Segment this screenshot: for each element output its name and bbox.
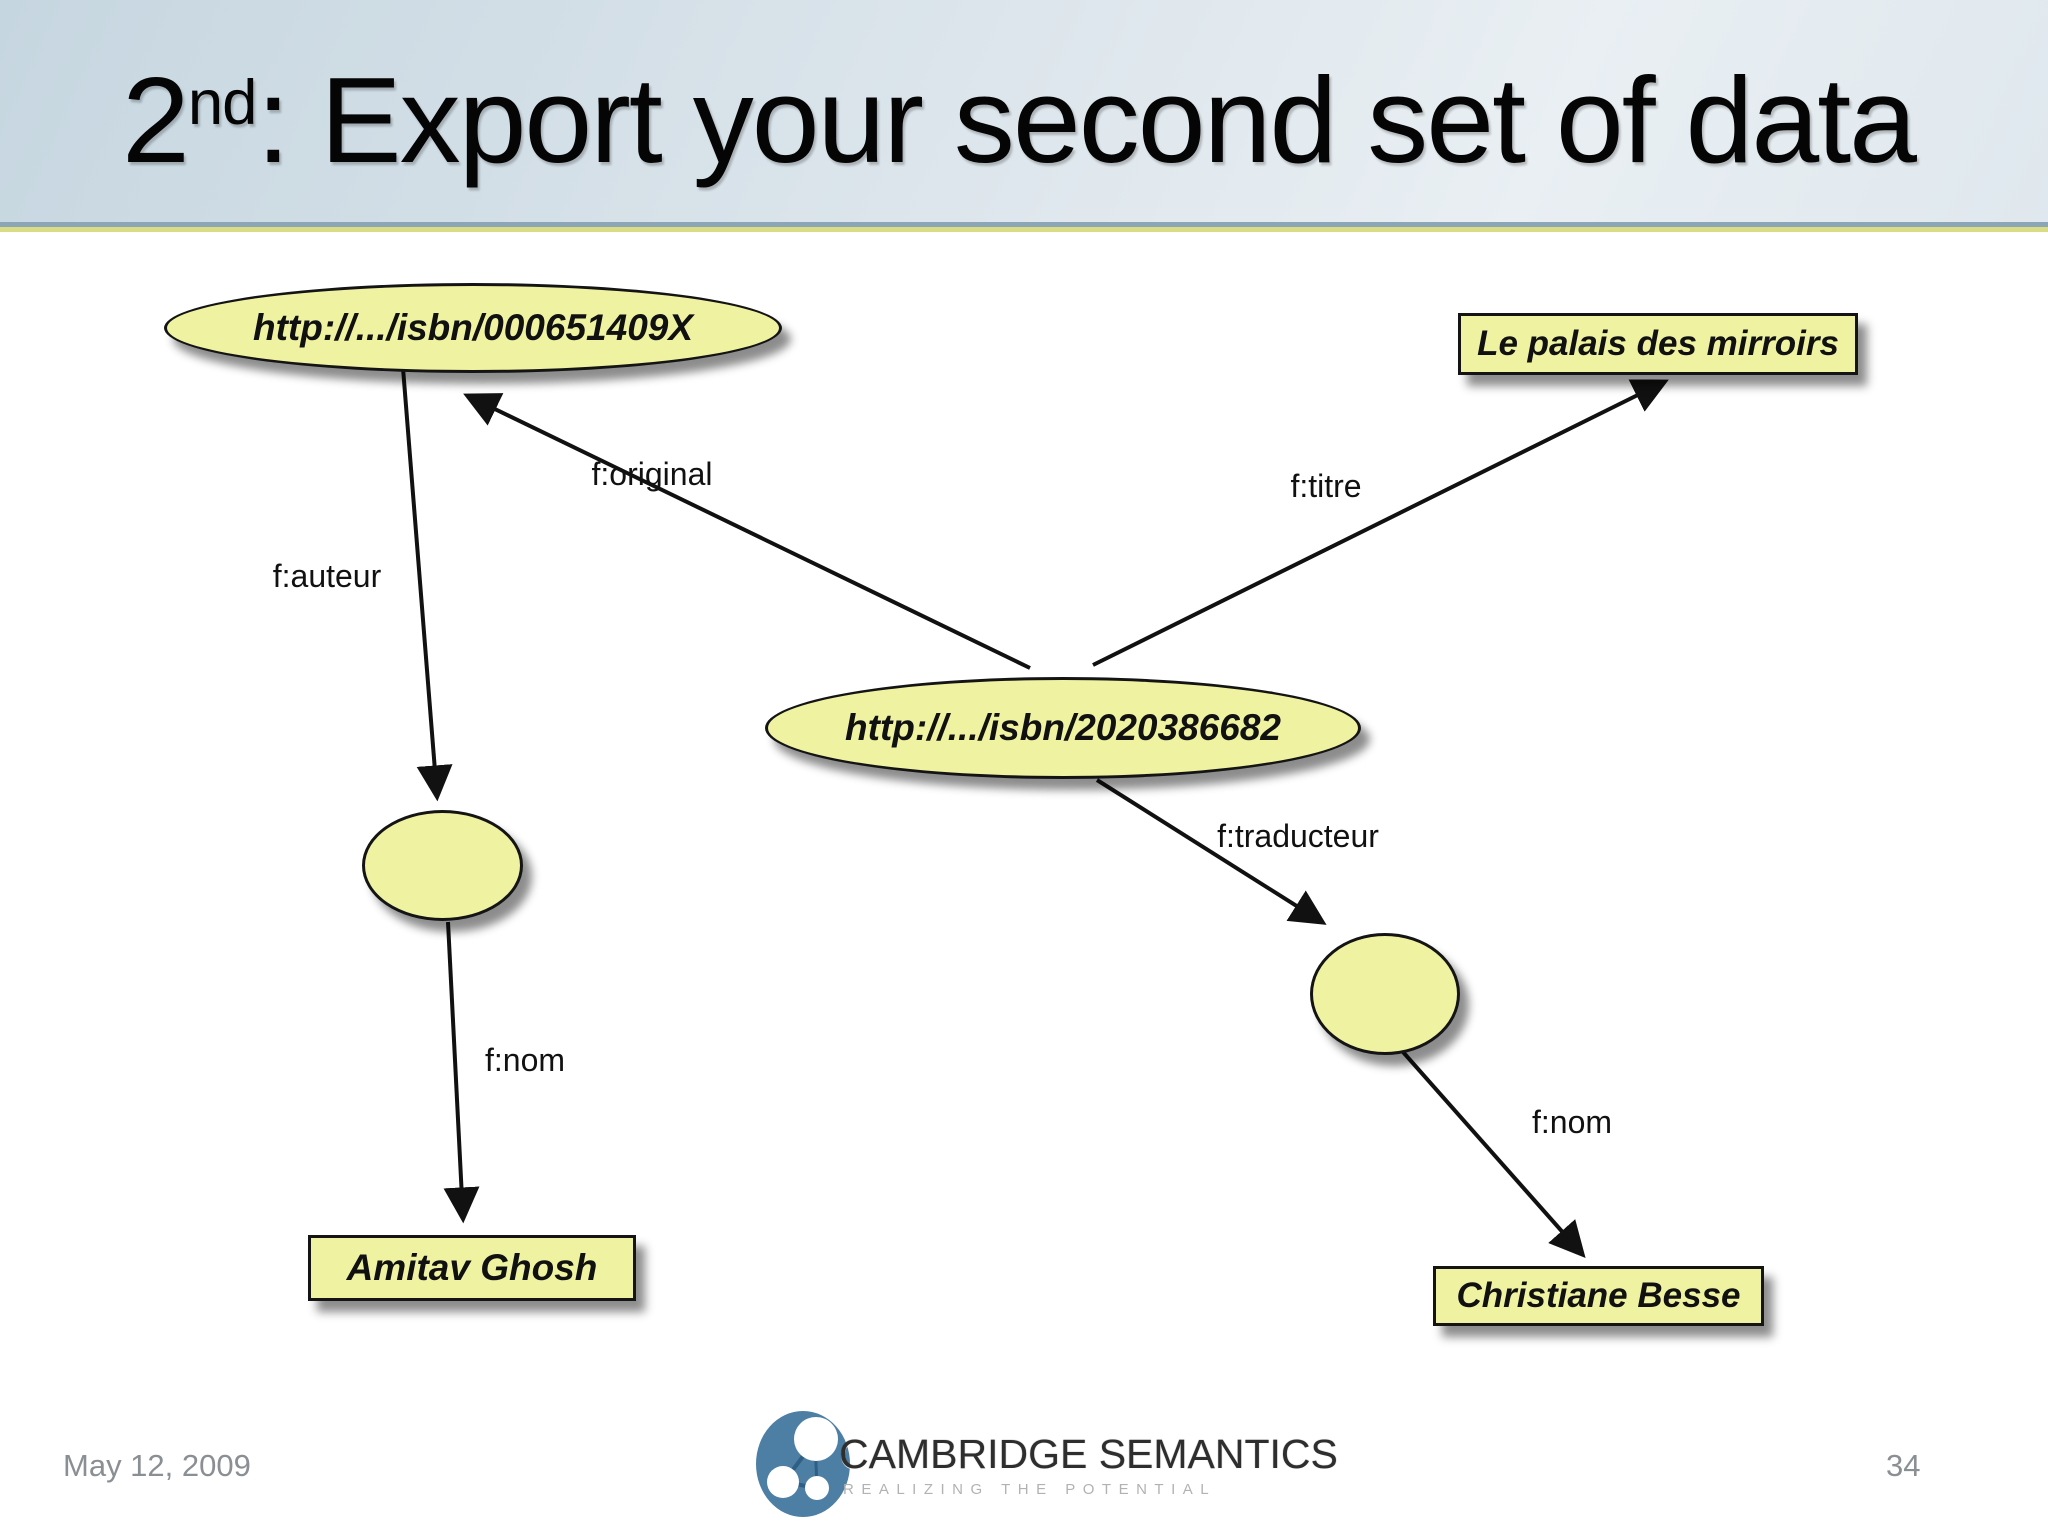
node-christiane-besse: Christiane Besse bbox=[1433, 1266, 1764, 1326]
edge-auteur-arrow bbox=[401, 367, 453, 802]
cambridge-semantics-logo: CAMBRIDGE SEMANTICS REALIZING THE POTENT… bbox=[753, 1408, 1338, 1520]
node-isbn-000651409X-label: http://.../isbn/000651409X bbox=[252, 307, 694, 348]
logo-name: CAMBRIDGE SEMANTICS bbox=[839, 1430, 1338, 1477]
node-amitav-ghosh: Amitav Ghosh bbox=[308, 1235, 636, 1301]
edge-label-nom-right: f:nom bbox=[1531, 1104, 1613, 1140]
node-le-palais-des-mirroirs: Le palais des mirroirs bbox=[1458, 313, 1858, 375]
title-superscript: nd bbox=[187, 67, 258, 138]
edge-original-arrow bbox=[463, 393, 1031, 670]
logo-molecule-icon bbox=[756, 1411, 850, 1517]
edge-titre-arrow bbox=[1092, 379, 1669, 667]
node-isbn-2020386682-label: http://.../isbn/2020386682 bbox=[845, 707, 1281, 748]
node-blank-left bbox=[362, 810, 523, 921]
node-isbn-2020386682: http://.../isbn/2020386682 bbox=[765, 677, 1361, 779]
footer-page-number: 34 bbox=[1886, 1448, 1921, 1483]
node-le-palais-des-mirroirs-label: Le palais des mirroirs bbox=[1477, 324, 1839, 363]
footer-date: May 12, 2009 bbox=[63, 1448, 251, 1483]
node-amitav-ghosh-label: Amitav Ghosh bbox=[346, 1247, 598, 1288]
header-rule-green bbox=[0, 227, 2048, 232]
edge-label-nom-left: f:nom bbox=[484, 1042, 566, 1078]
logo-tagline: REALIZING THE POTENTIAL bbox=[843, 1480, 1217, 1498]
node-blank-right bbox=[1310, 933, 1460, 1055]
page-title: 2nd: Export your second set of data bbox=[122, 44, 1917, 197]
edge-label-traducteur: f:traducteur bbox=[1217, 818, 1379, 854]
node-christiane-besse-label: Christiane Besse bbox=[1456, 1276, 1741, 1315]
edge-label-auteur: f:auteur bbox=[272, 558, 382, 594]
logo-text-block: CAMBRIDGE SEMANTICS REALIZING THE POTENT… bbox=[839, 1431, 1338, 1498]
title-rest: : Export your second set of data bbox=[256, 52, 1917, 188]
edge-label-titre: f:titre bbox=[1290, 468, 1362, 504]
edge-nom-right-arrow bbox=[1401, 1050, 1586, 1259]
node-isbn-000651409X: http://.../isbn/000651409X bbox=[164, 283, 782, 373]
edge-label-original: f:original bbox=[591, 456, 713, 492]
edge-nom-left-arrow bbox=[443, 921, 480, 1224]
title-prefix: 2 bbox=[122, 52, 190, 188]
slide-header bbox=[0, 0, 2048, 222]
header-rule-blue bbox=[0, 222, 2048, 227]
